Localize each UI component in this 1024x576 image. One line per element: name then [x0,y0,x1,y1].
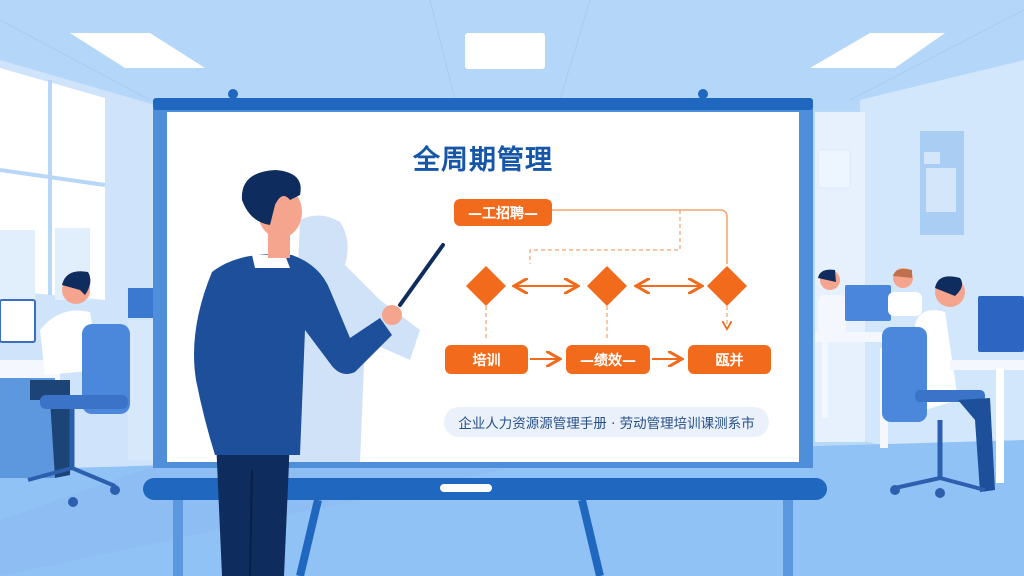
flow-node-exit: 瓯并 [688,345,771,374]
whiteboard-top-rail [153,98,813,110]
left-worker [0,271,158,507]
flow-node-recruitment: —工招聘— [454,199,552,226]
whiteboard-footer-caption: 企业人力资源源管理手册 · 劳动管理培训课测系市 [444,407,769,437]
ceiling-light-right [810,33,945,68]
flow-node-training: 培训 [445,345,528,374]
right-workers [815,268,1024,498]
ceiling-light-center [465,33,545,69]
flow-node-performance: —绩效— [566,345,650,374]
tray-handle [440,484,492,492]
ceiling-light-left [70,33,205,68]
whiteboard-title: 全周期管理 [413,145,553,176]
